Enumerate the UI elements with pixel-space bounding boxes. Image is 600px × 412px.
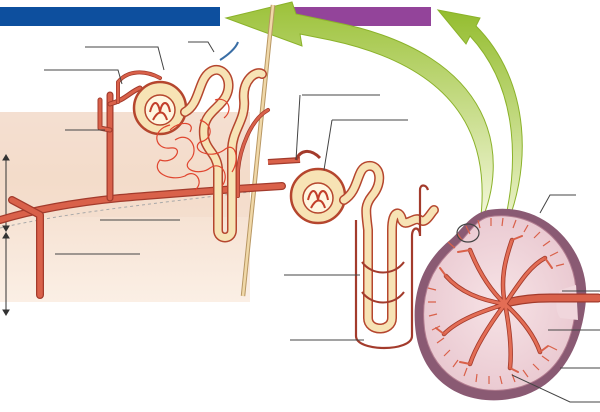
leader-lines: [44, 41, 600, 403]
cortical-nephron: [132, 41, 267, 243]
zoom-marker: [456, 223, 480, 243]
peritubular-capillaries: [156, 98, 237, 191]
green-curved-arrow: [436, 9, 523, 241]
juxtamedullary-nephron: [267, 150, 439, 350]
left-title-box: [0, 7, 220, 26]
region-brackets: [2, 154, 10, 316]
kidney-illustration: [414, 208, 600, 401]
vasa-recta: [354, 184, 430, 350]
green-curved-arrow: [224, 1, 494, 225]
